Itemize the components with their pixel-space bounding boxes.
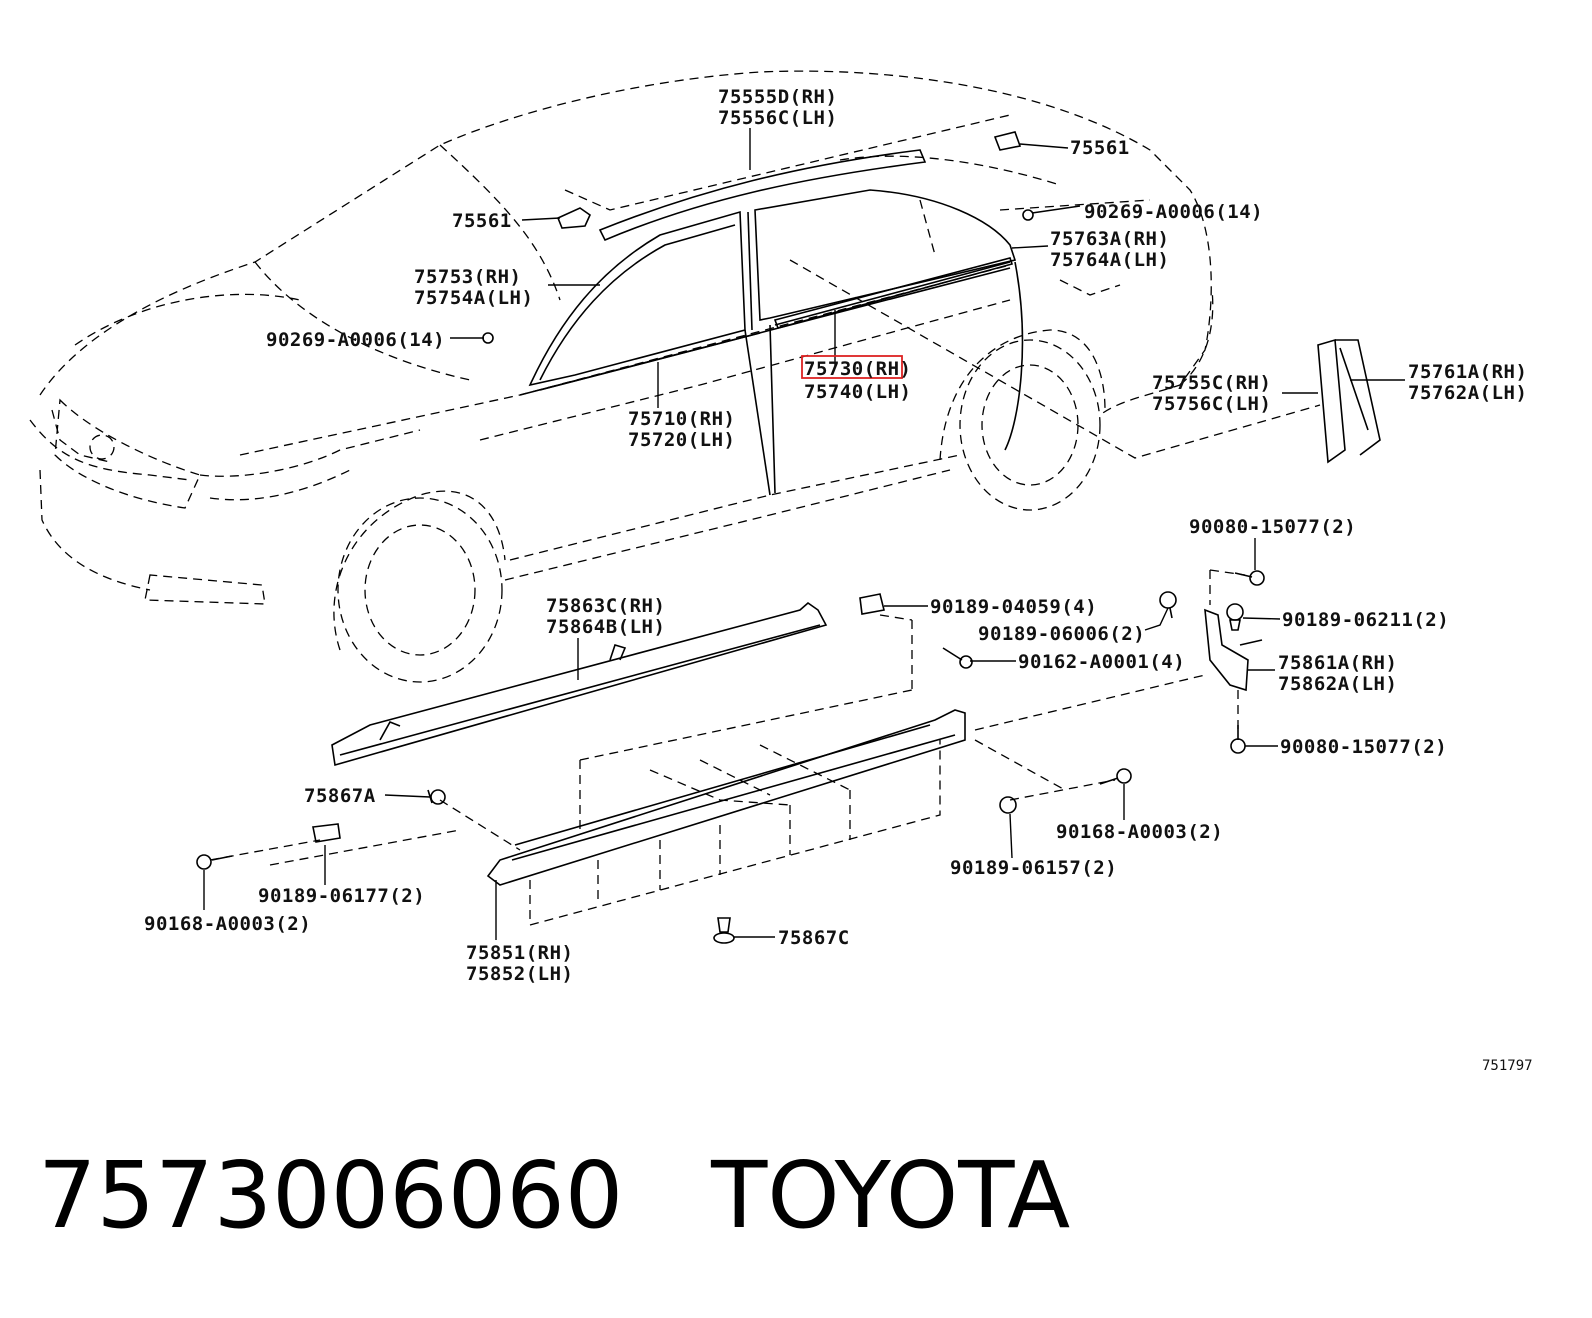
mudguard-bracket-75861 — [1204, 608, 1263, 692]
svg-text:75754A(LH): 75754A(LH) — [414, 287, 533, 309]
clip-75867A — [427, 789, 446, 805]
clip-90269-top — [1022, 209, 1034, 221]
callout-90269-left[interactable]: 90269-A0006(14) — [266, 329, 445, 351]
bolt-90168-left — [196, 854, 233, 870]
front-wheel — [333, 490, 506, 683]
callout-75863[interactable]: 75863C(RH) 75864B(LH) — [546, 595, 665, 638]
callout-90080-bottom[interactable]: 90080-15077(2) — [1280, 736, 1447, 758]
callout-90189-06211[interactable]: 90189-06211(2) — [1282, 609, 1449, 631]
svg-text:90168-A0003(2): 90168-A0003(2) — [144, 913, 311, 935]
clip-90189-06006 — [1159, 591, 1177, 619]
callout-75753[interactable]: 75753(RH) 75754A(LH) — [414, 266, 533, 309]
assembly-lines — [209, 569, 1246, 926]
svg-text:90269-A0006(14): 90269-A0006(14) — [1084, 201, 1263, 223]
svg-text:90189-06211(2): 90189-06211(2) — [1282, 609, 1449, 631]
clip-75867C — [713, 917, 735, 944]
highlight-box — [801, 355, 903, 379]
svg-text:90162-A0001(4): 90162-A0001(4) — [1018, 651, 1185, 673]
svg-text:90189-06177(2): 90189-06177(2) — [258, 885, 425, 907]
callout-75867A[interactable]: 75867A — [304, 785, 376, 807]
svg-text:75555D(RH): 75555D(RH) — [718, 86, 837, 108]
clip-90189-04059 — [859, 593, 885, 615]
svg-text:75761A(RH): 75761A(RH) — [1408, 361, 1527, 383]
footer-part-number: 7573006060 — [38, 1142, 624, 1249]
callout-75555[interactable]: 75555D(RH) 75556C(LH) — [718, 86, 837, 129]
clip-90189-06157 — [999, 796, 1017, 814]
svg-text:90080-15077(2): 90080-15077(2) — [1189, 516, 1356, 538]
svg-text:75756C(LH): 75756C(LH) — [1152, 393, 1271, 415]
footer-caption: 7573006060 TOYOTA — [38, 1142, 1070, 1249]
screw-90162 — [942, 647, 973, 669]
clip-90189-06211 — [1226, 603, 1244, 631]
svg-text:75764A(LH): 75764A(LH) — [1050, 249, 1169, 271]
svg-text:75755C(RH): 75755C(RH) — [1152, 372, 1271, 394]
rocker-molding — [486, 709, 966, 886]
svg-text:75863C(RH): 75863C(RH) — [546, 595, 665, 617]
svg-text:90269-A0006(14): 90269-A0006(14) — [266, 329, 445, 351]
svg-text:75710(RH): 75710(RH) — [628, 408, 735, 430]
clip-75561-left — [556, 207, 592, 229]
svg-text:75762A(LH): 75762A(LH) — [1408, 382, 1527, 404]
svg-text:90189-06157(2): 90189-06157(2) — [950, 857, 1117, 879]
svg-text:75730(RH): 75730(RH) — [804, 358, 911, 380]
diagram-code: 751797 — [1482, 1058, 1533, 1074]
callout-75851[interactable]: 75851(RH) 75852(LH) — [466, 942, 573, 985]
svg-text:75763A(RH): 75763A(RH) — [1050, 228, 1169, 250]
svg-text:75867A: 75867A — [304, 785, 376, 807]
callout-90162[interactable]: 90162-A0001(4) — [1018, 651, 1185, 673]
svg-text:75753(RH): 75753(RH) — [414, 266, 521, 288]
svg-text:75867C: 75867C — [778, 927, 850, 949]
bolt-90168-right — [1099, 768, 1132, 785]
svg-text:75864B(LH): 75864B(LH) — [546, 616, 665, 638]
svg-text:75851(RH): 75851(RH) — [466, 942, 573, 964]
callout-75761[interactable]: 75761A(RH) 75762A(LH) — [1408, 361, 1527, 404]
svg-text:75862A(LH): 75862A(LH) — [1278, 673, 1397, 695]
svg-text:90189-06006(2): 90189-06006(2) — [978, 623, 1145, 645]
callout-90189-06177[interactable]: 90189-06177(2) — [258, 885, 425, 907]
rocker-retainer — [331, 601, 828, 767]
roof-molding — [598, 149, 927, 242]
callout-90269-top[interactable]: 90269-A0006(14) — [1084, 201, 1263, 223]
callout-75710[interactable]: 75710(RH) 75720(LH) — [628, 408, 735, 451]
callout-75755[interactable]: 75755C(RH) 75756C(LH) — [1152, 372, 1271, 415]
clip-90189-06177 — [312, 823, 341, 843]
clip-75561-top — [564, 114, 1022, 211]
svg-text:90080-15077(2): 90080-15077(2) — [1280, 736, 1447, 758]
svg-text:75556C(LH): 75556C(LH) — [718, 107, 837, 129]
callout-75561-left[interactable]: 75561 — [452, 210, 512, 232]
door-frames — [519, 189, 1024, 496]
clip-90269-left — [482, 332, 494, 344]
bolt-90080-bottom — [1230, 725, 1246, 754]
svg-text:75861A(RH): 75861A(RH) — [1278, 652, 1397, 674]
callout-75763[interactable]: 75763A(RH) 75764A(LH) — [1050, 228, 1169, 271]
callout-90168-right[interactable]: 90168-A0003(2) — [1056, 821, 1223, 843]
callout-75867C[interactable]: 75867C — [778, 927, 850, 949]
svg-text:90189-04059(4): 90189-04059(4) — [930, 596, 1097, 618]
svg-text:75852(LH): 75852(LH) — [466, 963, 573, 985]
svg-text:75561: 75561 — [1070, 137, 1130, 159]
car-body-outline — [29, 70, 1214, 605]
svg-text:90168-A0003(2): 90168-A0003(2) — [1056, 821, 1223, 843]
callout-90168-left[interactable]: 90168-A0003(2) — [144, 913, 311, 935]
callout-90189-04059[interactable]: 90189-04059(4) — [930, 596, 1097, 618]
svg-text:75740(LH): 75740(LH) — [804, 381, 911, 403]
callout-75730[interactable]: 75730(RH) 75740(LH) — [801, 355, 911, 403]
belt-molding-75730 — [773, 257, 1014, 329]
leader-lines — [203, 128, 1405, 940]
callout-90189-06157[interactable]: 90189-06157(2) — [950, 857, 1117, 879]
callout-90080-top[interactable]: 90080-15077(2) — [1189, 516, 1356, 538]
callout-75861[interactable]: 75861A(RH) 75862A(LH) — [1278, 652, 1397, 695]
svg-text:75561: 75561 — [452, 210, 512, 232]
footer-brand: TOYOTA — [711, 1142, 1071, 1249]
bolt-90080-top — [1234, 570, 1265, 586]
callout-90189-06006[interactable]: 90189-06006(2) — [978, 623, 1145, 645]
pillar-applique — [789, 259, 1381, 464]
svg-text:75720(LH): 75720(LH) — [628, 429, 735, 451]
callout-75561-top[interactable]: 75561 — [1070, 137, 1130, 159]
